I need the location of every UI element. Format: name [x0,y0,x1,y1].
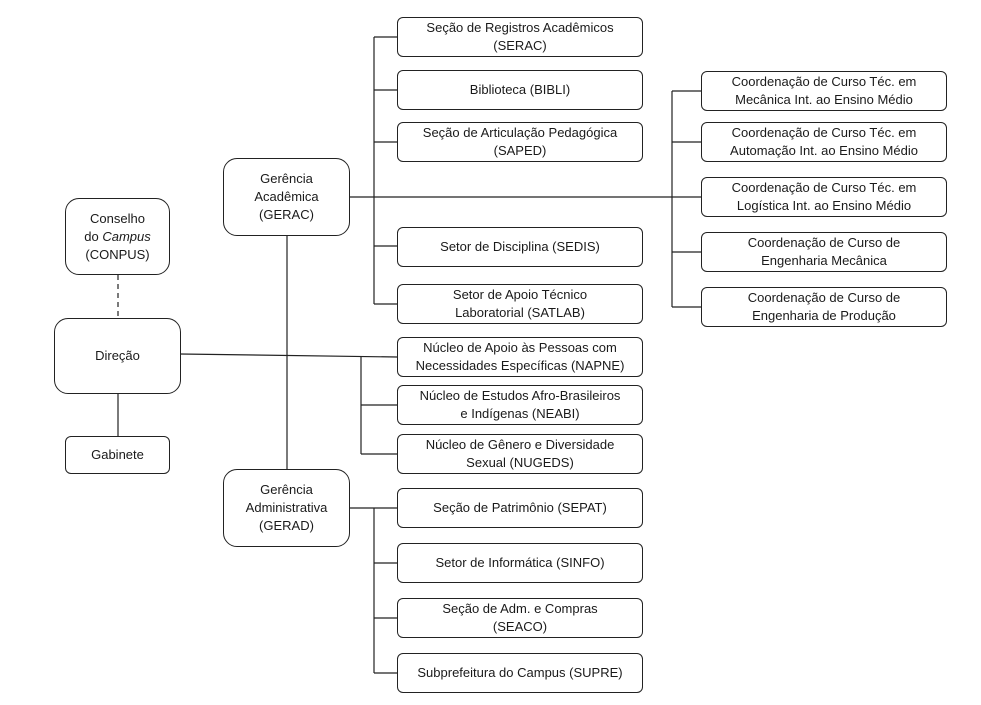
saped-box: Seção de Articulação Pedagógica (SAPED) [397,122,643,162]
sepat-label: Seção de Patrimônio (SEPAT) [433,500,607,515]
napne-line2: Necessidades Específicas (NAPNE) [415,358,625,373]
coord-automacao-line2: Automação Int. ao Ensino Médio [730,143,918,158]
gerac-line3: (GERAC) [259,207,314,222]
supre-box: Subprefeitura do Campus (SUPRE) [397,653,643,693]
sinfo-label: Setor de Informática (SINFO) [435,555,605,570]
gerac-line2: Acadêmica [254,189,319,204]
direcao-label: Direção [95,348,140,363]
gerac-line1: Gerência [260,171,313,186]
gerad-line3: (GERAD) [259,518,314,533]
coord-mecanica-line2: Mecânica Int. ao Ensino Médio [735,92,913,107]
satlab-line1: Setor de Apoio Técnico [452,287,588,302]
coord-logistica-box: Coordenação de Curso Téc. em Logística I… [701,177,947,217]
sinfo-box: Setor de Informática (SINFO) [397,543,643,583]
neabi-line2: e Indígenas (NEABI) [460,406,580,421]
bibli-box: Biblioteca (BIBLI) [397,70,643,110]
conpus-box: Conselho do Campus (CONPUS) [65,198,170,275]
saped-line1: Seção de Articulação Pedagógica [422,125,618,140]
coord-eng-mecanica-box: Coordenação de Curso de Engenharia Mecân… [701,232,947,272]
nugeds-line2: Sexual (NUGEDS) [466,455,574,470]
gabinete-label: Gabinete [91,447,144,462]
conpus-line1: Conselho [90,210,145,226]
satlab-box: Setor de Apoio Técnico Laboratorial (SAT… [397,284,643,324]
coord-logistica-line2: Logística Int. ao Ensino Médio [736,198,912,213]
nugeds-line1: Núcleo de Gênero e Diversidade [425,437,615,452]
gerac-box: Gerência Acadêmica (GERAC) [223,158,350,236]
gerad-line1: Gerência [260,482,313,497]
neabi-box: Núcleo de Estudos Afro-Brasileiros e Ind… [397,385,643,425]
serac-box: Seção de Registros Acadêmicos (SERAC) [397,17,643,57]
saped-line2: (SAPED) [493,143,547,158]
coord-eng-producao-box: Coordenação de Curso de Engenharia de Pr… [701,287,947,327]
gabinete-box: Gabinete [65,436,170,474]
serac-line1: Seção de Registros Acadêmicos [426,20,614,35]
coord-mecanica-line1: Coordenação de Curso Téc. em [731,74,917,89]
sedis-label: Setor de Disciplina (SEDIS) [440,239,600,254]
direcao-box: Direção [54,318,181,394]
conpus-line2: do Campus [84,228,151,244]
sepat-box: Seção de Patrimônio (SEPAT) [397,488,643,528]
seaco-box: Seção de Adm. e Compras (SEACO) [397,598,643,638]
coord-eng-producao-line1: Coordenação de Curso de [747,290,901,305]
seaco-line2: (SEACO) [492,619,548,634]
coord-eng-mecanica-line1: Coordenação de Curso de [747,235,901,250]
sedis-box: Setor de Disciplina (SEDIS) [397,227,643,267]
serac-line2: (SERAC) [493,38,547,53]
coord-logistica-line1: Coordenação de Curso Téc. em [731,180,917,195]
satlab-line2: Laboratorial (SATLAB) [455,305,585,320]
gerad-line2: Administrativa [245,500,328,515]
supre-label: Subprefeitura do Campus (SUPRE) [417,665,623,680]
coord-eng-producao-line2: Engenharia de Produção [752,308,896,323]
direcao-napne-link [179,353,398,358]
neabi-line1: Núcleo de Estudos Afro-Brasileiros [419,388,621,403]
bibli-label: Biblioteca (BIBLI) [469,82,571,97]
napne-box: Núcleo de Apoio às Pessoas com Necessida… [397,337,643,377]
coord-mecanica-box: Coordenação de Curso Téc. em Mecânica In… [701,71,947,111]
gerad-box: Gerência Administrativa (GERAD) [223,469,350,547]
nugeds-box: Núcleo de Gênero e Diversidade Sexual (N… [397,434,643,474]
coord-automacao-box: Coordenação de Curso Téc. em Automação I… [701,122,947,162]
seaco-line1: Seção de Adm. e Compras [442,601,598,616]
conpus-line3: (CONPUS) [85,246,150,262]
coord-eng-mecanica-line2: Engenharia Mecânica [761,253,887,268]
coord-automacao-line1: Coordenação de Curso Téc. em [731,125,917,140]
napne-line1: Núcleo de Apoio às Pessoas com [423,340,617,355]
